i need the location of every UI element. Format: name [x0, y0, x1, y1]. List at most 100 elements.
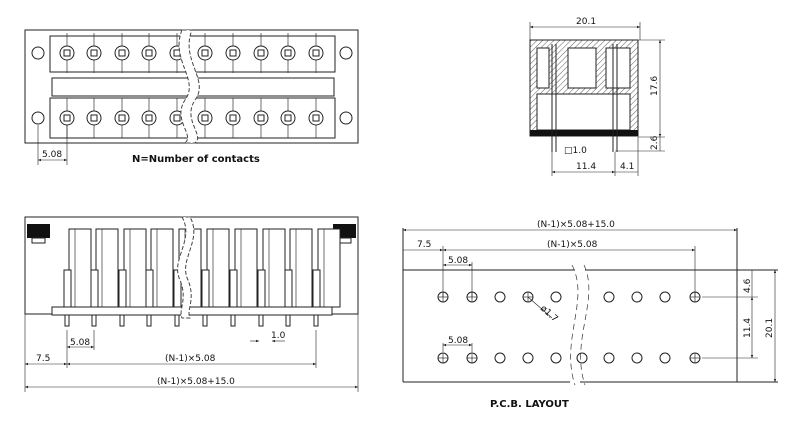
pcb-hole: [550, 291, 562, 303]
pcb-bottom-pitch-label: 5.08: [448, 336, 468, 346]
pin-length-label: 2.6: [650, 135, 660, 150]
contact-square: [145, 114, 153, 122]
pcb-hole: [659, 352, 671, 364]
pin-shoulder: [145, 269, 154, 308]
pin-shoulder: [201, 269, 210, 308]
pin-shoulder: [312, 269, 321, 308]
contact-square: [63, 114, 71, 122]
contact-housing: [150, 228, 174, 308]
pin-shoulder: [229, 269, 238, 308]
pin-width-label: 1.0: [271, 331, 286, 341]
pcb-hole: [576, 352, 588, 364]
front-view: 5.08 1.0 7.5 (N-1)×5.08 (N-1)×5.08+15.0: [24, 216, 359, 392]
pin: [91, 314, 97, 327]
pin-size-label: □1.0: [564, 146, 587, 156]
contacts-note: N=Number of contacts: [132, 154, 260, 165]
contact-square: [118, 49, 126, 57]
contact-housing: [317, 228, 341, 308]
contact-square: [284, 114, 292, 122]
pcb-hole: [603, 291, 615, 303]
contact-screw: [253, 45, 269, 61]
contact-housing: [234, 228, 258, 308]
contact-screw: [253, 110, 269, 126]
pcb-width-label: 20.1: [765, 318, 775, 338]
pcb-hole: [631, 291, 643, 303]
pcb-hole: [603, 352, 615, 364]
pcb-hole: [631, 352, 643, 364]
top-pitch-label: 5.08: [42, 150, 62, 160]
contact-screw: [141, 110, 157, 126]
contact-screw: [59, 45, 75, 61]
pcb-hole: [659, 291, 671, 303]
contact-screw: [280, 110, 296, 126]
contact-square: [90, 114, 98, 122]
pcb-row-spacing-label: 11.4: [743, 318, 753, 338]
pin: [285, 314, 291, 327]
contact-screw: [308, 110, 324, 126]
contact-housing: [95, 228, 119, 308]
contact-screw: [86, 110, 102, 126]
edge-offset-label: 4.1: [620, 162, 634, 172]
contact-screw: [308, 45, 324, 61]
side-width-label: 20.1: [576, 17, 596, 27]
row-spacing-label: 11.4: [576, 162, 596, 172]
pcb-edge-offset-label: 7.5: [417, 240, 431, 250]
contact-square: [173, 114, 181, 122]
contact-square: [312, 114, 320, 122]
contact-square: [257, 49, 265, 57]
contact-screw: [225, 45, 241, 61]
pin-shoulder: [257, 269, 266, 308]
contact-square: [229, 114, 237, 122]
front-edge-offset-label: 7.5: [36, 354, 50, 364]
contact-square: [201, 49, 209, 57]
pin: [64, 314, 70, 327]
pin: [174, 314, 180, 327]
contact-square: [201, 114, 209, 122]
pin: [313, 314, 319, 327]
contact-screw: [114, 45, 130, 61]
contact-square: [118, 114, 126, 122]
pcb-pitch-span-label: (N-1)×5.08: [547, 240, 598, 250]
front-total-length-label: (N-1)×5.08+15.0: [157, 377, 235, 387]
contact-housing: [123, 228, 147, 308]
contact-square: [312, 49, 320, 57]
pcb-hole: [550, 352, 562, 364]
contact-square: [90, 49, 98, 57]
pcb-top-offset-label: 4.6: [743, 278, 753, 293]
contact-screw: [86, 45, 102, 61]
contact-housing: [206, 228, 230, 308]
hole-diameter-label: ø1.7: [538, 304, 559, 325]
pin: [258, 314, 264, 327]
contact-screw: [225, 110, 241, 126]
pcb-top-pitch-label: 5.08: [448, 256, 468, 266]
pin-shoulder: [118, 269, 127, 308]
pcb-hole: [494, 291, 506, 303]
contact-housing: [262, 228, 286, 308]
contact-screw: [197, 110, 213, 126]
front-pitch-label: 5.08: [70, 338, 90, 348]
contact-screw: [197, 45, 213, 61]
pin: [119, 314, 125, 327]
pin: [146, 314, 152, 327]
top-view: 5.08 N=Number of contacts: [24, 29, 359, 165]
pin: [230, 314, 236, 327]
contact-screw: [114, 110, 130, 126]
mount-hole: [339, 46, 353, 60]
contact-housing: [68, 228, 92, 308]
pcb-hole: [494, 352, 506, 364]
contact-screw: [280, 45, 296, 61]
pcb-total-length-label: (N-1)×5.08+15.0: [537, 220, 615, 230]
contact-square: [229, 49, 237, 57]
mount-hole: [339, 111, 353, 125]
contact-screw: [141, 45, 157, 61]
pcb-layout: ø1.7 (N-1)×5.08+15.0 7.5 (N-1)×5.08 5.08…: [402, 220, 778, 410]
pin: [202, 314, 208, 327]
contact-square: [145, 49, 153, 57]
front-pitch-span-label: (N-1)×5.08: [165, 354, 216, 364]
pin-shoulder: [284, 269, 293, 308]
contact-housing: [289, 228, 313, 308]
side-view: 20.1 17.6 2.6 □1.0 11.4 4.1: [529, 17, 665, 176]
side-height-label: 17.6: [650, 76, 660, 96]
pin-shoulder: [90, 269, 99, 308]
